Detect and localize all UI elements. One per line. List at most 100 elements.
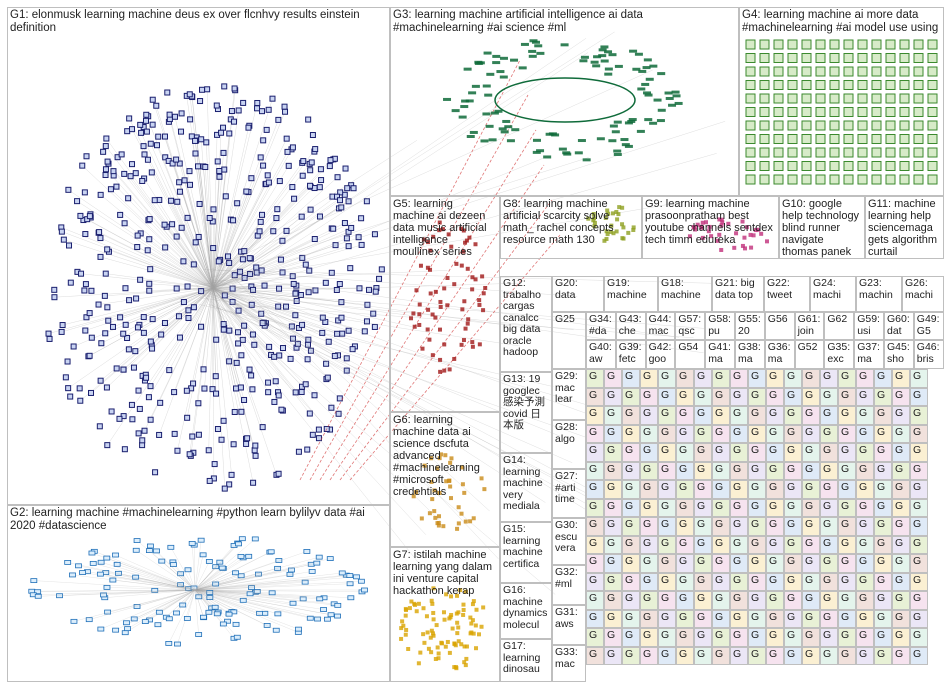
small-group-cell: G bbox=[802, 369, 820, 388]
small-group-cell-label: G bbox=[823, 444, 832, 456]
small-group-cell-label: G bbox=[643, 499, 652, 512]
small-group-cell-label: G bbox=[607, 499, 616, 512]
small-group-cell: G bbox=[604, 517, 622, 536]
small-group-cell: G bbox=[874, 424, 892, 443]
small-group-cell: G bbox=[658, 387, 676, 406]
small-group-cell-label: G bbox=[841, 444, 850, 456]
small-group-cell-label: G bbox=[643, 425, 652, 438]
small-group-cell-label: G bbox=[697, 592, 706, 604]
small-group-cell-label: G bbox=[733, 499, 742, 512]
small-group-cell-label: G bbox=[625, 555, 634, 567]
small-group-cell: G bbox=[640, 646, 658, 665]
small-group-cell: G bbox=[586, 498, 604, 517]
small-group-cell-label: G bbox=[769, 462, 778, 475]
small-group-cell-label: G bbox=[877, 518, 886, 530]
small-group-cell: G bbox=[910, 406, 928, 425]
small-group-cell-label: G bbox=[823, 407, 832, 419]
small-group-cell-label: G bbox=[661, 629, 670, 641]
small-group-cell-label: G bbox=[589, 444, 598, 456]
small-group-cell: G bbox=[802, 517, 820, 536]
group-label-g19: G19: machine bbox=[607, 277, 647, 301]
group-label-g7: G7: istilah machine learning yang dalam … bbox=[393, 549, 493, 597]
small-group-cell-label: G bbox=[877, 462, 886, 475]
small-group-cell-label: G bbox=[697, 481, 706, 493]
small-group-cell: G bbox=[748, 461, 766, 480]
small-group-cell: G bbox=[640, 572, 658, 591]
group-panel-g12: G12: trabalho cargas canalcc big data or… bbox=[500, 276, 552, 372]
small-group-cell-label: G bbox=[661, 388, 670, 401]
group-label-g56: G56 bbox=[767, 313, 788, 325]
small-group-cell: G bbox=[874, 591, 892, 610]
group-panel-g58: G58: pu bbox=[705, 312, 735, 340]
small-group-cell-label: G bbox=[859, 629, 868, 641]
small-group-cell-label: G bbox=[787, 518, 796, 530]
small-group-cell-label: G bbox=[589, 407, 598, 419]
small-group-cell-label: G bbox=[751, 370, 760, 382]
group-panel-g30: G30: escu vera bbox=[552, 518, 586, 565]
group-panel-g35: G35: exc bbox=[824, 340, 855, 369]
small-group-cell-label: G bbox=[697, 425, 706, 438]
group-label-g25: G25 bbox=[555, 313, 575, 325]
small-group-cell: G bbox=[622, 646, 640, 665]
group-panel-g60: G60: dat bbox=[884, 312, 914, 340]
small-group-cell: G bbox=[676, 591, 694, 610]
group-label-g23: G23: machin bbox=[859, 277, 893, 301]
group-panel-g37: G37: ma bbox=[854, 340, 884, 369]
small-group-cell-label: G bbox=[589, 536, 598, 549]
small-group-cell-label: G bbox=[679, 407, 688, 419]
small-group-cell-label: G bbox=[751, 592, 760, 604]
small-group-cell-label: G bbox=[625, 444, 634, 456]
group-panel-g24: G24: machi bbox=[810, 276, 856, 312]
small-group-cell: G bbox=[910, 535, 928, 554]
small-group-cell: G bbox=[892, 498, 910, 517]
small-group-cell-label: G bbox=[769, 388, 778, 401]
small-group-cell-label: G bbox=[913, 462, 922, 475]
small-group-cell: G bbox=[910, 369, 928, 388]
small-group-cell-label: G bbox=[679, 647, 688, 660]
group-panel-g11: G11: machine learning help sciencemaga g… bbox=[865, 196, 944, 259]
small-group-cell: G bbox=[856, 646, 874, 665]
small-group-cell-label: G bbox=[751, 536, 760, 549]
small-group-cell-label: G bbox=[913, 444, 922, 456]
small-group-cell: G bbox=[892, 646, 910, 665]
small-group-cell-label: G bbox=[895, 610, 904, 623]
small-group-cell: G bbox=[676, 461, 694, 480]
small-group-cell-label: G bbox=[733, 555, 742, 567]
small-group-cell: G bbox=[658, 646, 676, 665]
small-group-cell: G bbox=[766, 646, 784, 665]
small-group-cell-label: G bbox=[643, 536, 652, 549]
small-group-cell: G bbox=[910, 646, 928, 665]
small-group-cell-label: G bbox=[589, 462, 598, 475]
small-group-cell-label: G bbox=[697, 518, 706, 530]
small-group-cell-label: G bbox=[877, 444, 886, 456]
small-group-cell-label: G bbox=[805, 536, 814, 549]
small-group-cell-label: G bbox=[589, 555, 598, 567]
small-group-cell-label: G bbox=[877, 573, 886, 586]
small-group-cell: G bbox=[622, 628, 640, 647]
group-label-g21: G21: big data top bbox=[715, 277, 755, 301]
small-group-cell-label: G bbox=[661, 592, 670, 604]
small-group-cell-label: G bbox=[805, 407, 814, 419]
small-group-cell: G bbox=[640, 628, 658, 647]
group-panel-g7: G7: istilah machine learning yang dalam … bbox=[390, 547, 500, 682]
small-group-cell: G bbox=[658, 535, 676, 554]
small-group-cell: G bbox=[802, 387, 820, 406]
small-group-cell: G bbox=[694, 609, 712, 628]
small-group-cell: G bbox=[604, 609, 622, 628]
small-group-cell: G bbox=[856, 424, 874, 443]
small-group-cell-label: G bbox=[913, 555, 922, 567]
small-group-cell: G bbox=[730, 387, 748, 406]
small-group-cell-label: G bbox=[877, 370, 886, 382]
small-group-cell-label: G bbox=[679, 518, 688, 530]
small-group-cell: G bbox=[856, 628, 874, 647]
group-label-g14: G14: learning machine very mediala bbox=[503, 454, 543, 512]
small-group-cell: G bbox=[802, 480, 820, 499]
small-group-cell-label: G bbox=[625, 610, 634, 623]
small-group-cell-label: G bbox=[589, 592, 598, 604]
small-group-cell: G bbox=[838, 646, 856, 665]
group-panel-g6: G6: learning machine data ai science dsc… bbox=[390, 412, 500, 547]
small-group-cell-label: G bbox=[877, 555, 886, 567]
small-group-cell: G bbox=[604, 480, 622, 499]
small-group-cell: G bbox=[856, 572, 874, 591]
small-group-cell: G bbox=[856, 406, 874, 425]
